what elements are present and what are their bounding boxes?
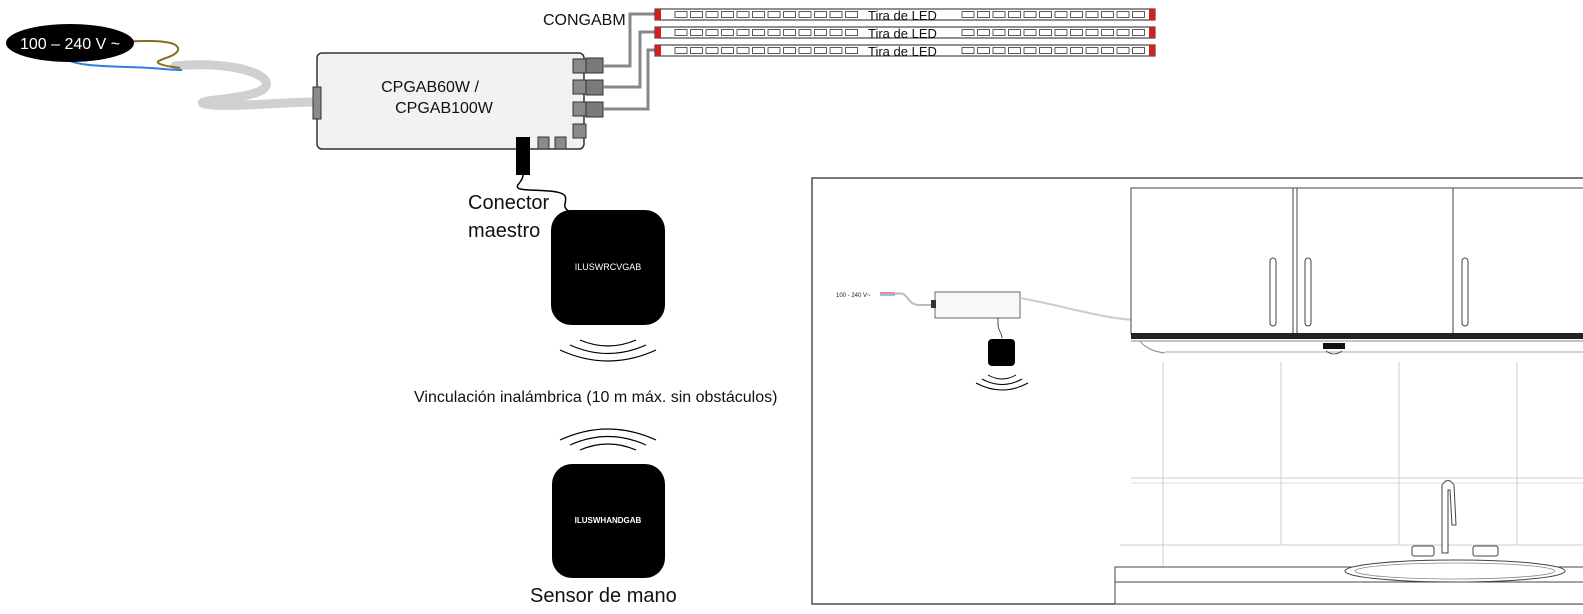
led-strips: Tira de LED Tira de LED Tira de LED	[654, 8, 1156, 59]
hand-sensor-device	[552, 464, 665, 578]
strip-cable-1	[603, 12, 655, 68]
strip-cable-3	[603, 48, 655, 111]
connector-cable-label: CONGABM	[543, 12, 626, 29]
output-port-4	[572, 123, 587, 139]
led-strip-label: Tira de LED	[868, 8, 937, 23]
plug-2	[585, 79, 604, 96]
sink-basin	[1344, 559, 1566, 583]
controller-label-line1: CPGAB60W /	[381, 79, 479, 96]
mains-cable	[170, 60, 323, 110]
receiver-device-label: ILUSWRCVGAB	[575, 262, 642, 272]
controller-label-line2: CPGAB100W	[395, 100, 494, 117]
cabinet-bottom-edge	[1131, 333, 1583, 339]
hand-sensor-caption: Sensor de mano	[530, 585, 677, 607]
cabinet-handle-2	[1304, 257, 1312, 327]
master-connector-plug	[516, 137, 530, 175]
scene-controller	[934, 291, 1021, 319]
cabinet-handle-3	[1461, 257, 1469, 327]
scene-hand-sensor	[1323, 343, 1345, 349]
receiver-wifi-waves-icon	[559, 339, 657, 362]
output-port-3	[572, 101, 587, 117]
led-strip-2: Tira de LED	[654, 26, 1156, 41]
receiver-device	[551, 210, 665, 325]
sensor-wifi-waves-icon	[559, 428, 657, 451]
scene-power-label: 100 - 240 V~	[836, 293, 871, 299]
faucet-knob-left	[1411, 545, 1435, 557]
sink-faucet	[1441, 480, 1457, 554]
scene-receiver-wire	[997, 318, 1003, 339]
blue-wire	[61, 55, 183, 71]
plug-3	[585, 101, 604, 118]
power-input-label: 100 – 240 V ~	[20, 36, 120, 53]
scene-strip-cable	[1019, 297, 1136, 321]
strip-cable-2	[603, 30, 655, 89]
led-strip-3: Tira de LED	[654, 44, 1156, 59]
wireless-link-label: Vinculación inalámbrica (10 m máx. sin o…	[414, 389, 777, 406]
led-strip-label: Tira de LED	[868, 44, 937, 59]
scene-controller-port	[931, 300, 936, 308]
kitchen-installation-scene: 100 - 240 V~	[811, 177, 1583, 605]
master-connector-label-line1: Conector	[468, 192, 549, 214]
led-strip-1: Tira de LED	[654, 8, 1156, 23]
master-connector-label-line2: maestro	[468, 220, 540, 242]
brown-wire	[119, 39, 181, 69]
cabinet-handle-1	[1269, 257, 1277, 327]
bottom-port-2	[554, 136, 567, 150]
upper-cabinet	[1130, 187, 1583, 335]
bottom-port-1	[537, 136, 550, 150]
controller-input-port	[312, 86, 322, 120]
scene-wifi-waves-icon	[975, 374, 1029, 391]
power-input-badge	[6, 24, 134, 62]
scene-mains-cable	[894, 292, 935, 306]
plug-1	[585, 57, 604, 74]
master-connector-wire	[516, 174, 591, 214]
faucet-knob-right	[1472, 545, 1499, 557]
output-port-1	[572, 58, 587, 74]
hand-sensor-device-label: ILUSWHANDGAB	[575, 516, 642, 525]
output-port-2	[572, 79, 587, 95]
led-strip-label: Tira de LED	[868, 26, 937, 41]
scene-receiver	[988, 339, 1015, 366]
wall-tiles	[1120, 362, 1583, 567]
